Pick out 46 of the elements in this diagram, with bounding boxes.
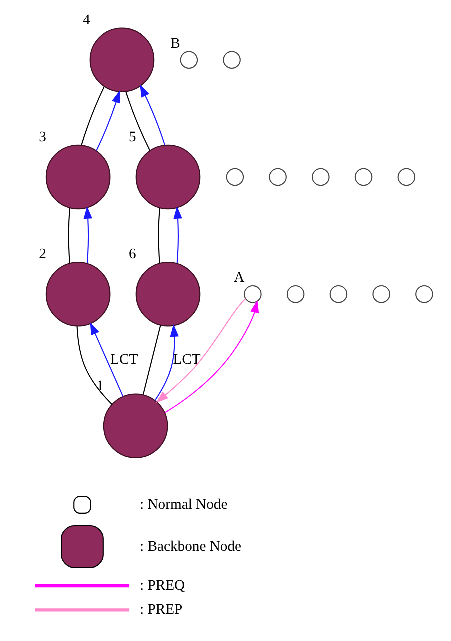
node-circle — [354, 168, 373, 186]
node-circle — [330, 285, 348, 304]
node-circle — [416, 285, 434, 304]
node-circle — [269, 168, 287, 186]
connector — [142, 325, 162, 395]
legend-label: : Normal Node — [140, 496, 228, 513]
node-circle — [90, 28, 155, 93]
node-circle — [136, 144, 201, 210]
node-label: 6 — [129, 246, 136, 262]
edge-label: LCT — [173, 352, 201, 368]
node-circle — [103, 394, 168, 459]
node-circle — [136, 262, 201, 327]
node-circle — [226, 168, 244, 186]
node-label: 1 — [96, 378, 104, 394]
connector — [68, 208, 70, 264]
node-circle — [398, 168, 416, 186]
node-label: B — [170, 36, 180, 52]
legend-label: : PREQ — [140, 578, 186, 594]
node-label: 4 — [83, 12, 90, 28]
node-circle — [244, 285, 262, 304]
node-circle — [372, 285, 390, 304]
node-circle — [223, 51, 241, 69]
arrow — [84, 206, 92, 264]
legend-label: : Backbone Node — [140, 538, 242, 555]
arrow — [156, 298, 246, 404]
node-circle — [180, 51, 198, 69]
node-circle — [312, 168, 330, 186]
arrow — [96, 90, 120, 151]
connector — [158, 208, 160, 264]
node-label: 3 — [39, 129, 46, 146]
arrow — [90, 322, 124, 397]
node-label: 5 — [129, 129, 136, 146]
arrow — [140, 84, 166, 146]
connector — [81, 86, 105, 146]
connector — [76, 326, 113, 405]
node-circle — [46, 262, 111, 327]
node-circle — [46, 144, 111, 210]
arrow — [164, 300, 260, 414]
node-circle — [286, 285, 305, 304]
node-label: 2 — [39, 246, 46, 262]
node-label: A — [234, 270, 245, 286]
edge-label: LCT — [110, 352, 138, 368]
arrow — [154, 324, 179, 401]
arrow — [174, 206, 182, 264]
connector — [126, 92, 151, 151]
legend-label: : PREP — [140, 602, 183, 618]
